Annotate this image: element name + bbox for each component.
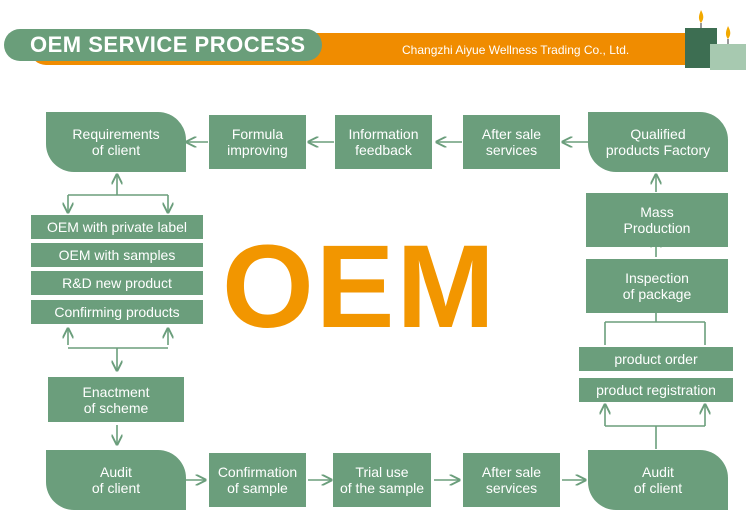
option-oem-samples: OEM with samples bbox=[31, 243, 203, 267]
candles-icon bbox=[685, 10, 746, 70]
option-rd-new-product: R&D new product bbox=[31, 271, 203, 295]
option-oem-private-label: OEM with private label bbox=[31, 215, 203, 239]
page-title: OEM SERVICE PROCESS bbox=[4, 29, 322, 61]
oem-center-text: OEM bbox=[222, 221, 497, 353]
node-product-registration: product registration bbox=[579, 378, 733, 402]
node-product-order: product order bbox=[579, 347, 733, 371]
company-name: Changzhi Aiyue Wellness Trading Co., Ltd… bbox=[402, 43, 630, 57]
option-confirming-products: Confirming products bbox=[31, 300, 203, 324]
